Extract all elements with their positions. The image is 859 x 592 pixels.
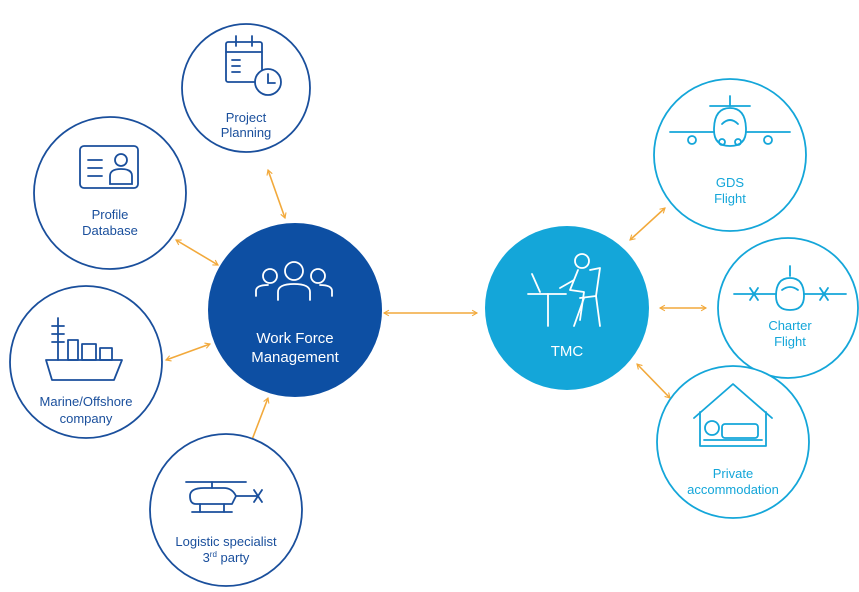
node-private-accommodation: Private accommodation xyxy=(656,365,810,519)
profile-database-label-2: Database xyxy=(82,223,138,238)
node-logistic: Logistic specialist 3rd party xyxy=(149,433,303,587)
ship-icon xyxy=(45,317,123,381)
project-planning-label-1: Project xyxy=(226,110,267,125)
private-accommodation-label-1: Private xyxy=(713,466,753,481)
arrow-logistic-wfm xyxy=(248,396,270,447)
wfm-label-2: Management xyxy=(251,349,339,366)
hub-tmc: TMC xyxy=(485,226,649,390)
airplane-icon xyxy=(669,95,791,147)
people-group-icon xyxy=(255,261,333,301)
charter-flight-label-1: Charter xyxy=(768,318,812,333)
node-gds-flight: GDS Flight xyxy=(653,78,807,232)
hub-work-force-management: Work Force Management xyxy=(208,223,382,397)
person-at-desk-icon xyxy=(527,253,601,327)
id-card-icon xyxy=(79,145,139,189)
marine-label-1: Marine/Offshore xyxy=(40,394,133,409)
arrow-tmc-accommodation xyxy=(636,363,671,399)
marine-label-2: company xyxy=(60,411,113,426)
arrow-marine-wfm xyxy=(164,342,212,362)
private-accommodation-label-2: accommodation xyxy=(687,482,779,497)
logistic-ordinal: 3 xyxy=(203,550,210,565)
charter-flight-label-2: Flight xyxy=(774,334,806,349)
node-charter-flight: Charter Flight xyxy=(717,237,859,379)
tmc-label: TMC xyxy=(551,343,584,360)
arrow-tmc-gds xyxy=(629,207,666,241)
node-project-planning: Project Planning xyxy=(181,23,311,153)
wfm-label-1: Work Force xyxy=(256,330,333,347)
logistic-label-2: 3rd party xyxy=(203,550,250,565)
logistic-label-1: Logistic specialist xyxy=(175,534,277,549)
node-marine: Marine/Offshore company xyxy=(9,285,163,439)
gds-flight-label-2: Flight xyxy=(714,191,746,206)
node-profile-database: Profile Database xyxy=(33,116,187,270)
logistic-party: party xyxy=(217,550,250,565)
connectors xyxy=(164,168,708,447)
propeller-plane-icon xyxy=(733,265,847,311)
project-planning-label-2: Planning xyxy=(221,125,272,140)
gds-flight-label-1: GDS xyxy=(716,175,745,190)
bed-house-icon xyxy=(693,383,773,447)
profile-database-label-1: Profile xyxy=(92,207,129,222)
calendar-clock-icon xyxy=(225,35,282,96)
arrow-profile-wfm xyxy=(175,239,219,266)
helicopter-icon xyxy=(185,481,263,513)
logistic-ordinal-suffix: rd xyxy=(210,550,217,559)
arrow-planning-wfm xyxy=(266,168,287,220)
